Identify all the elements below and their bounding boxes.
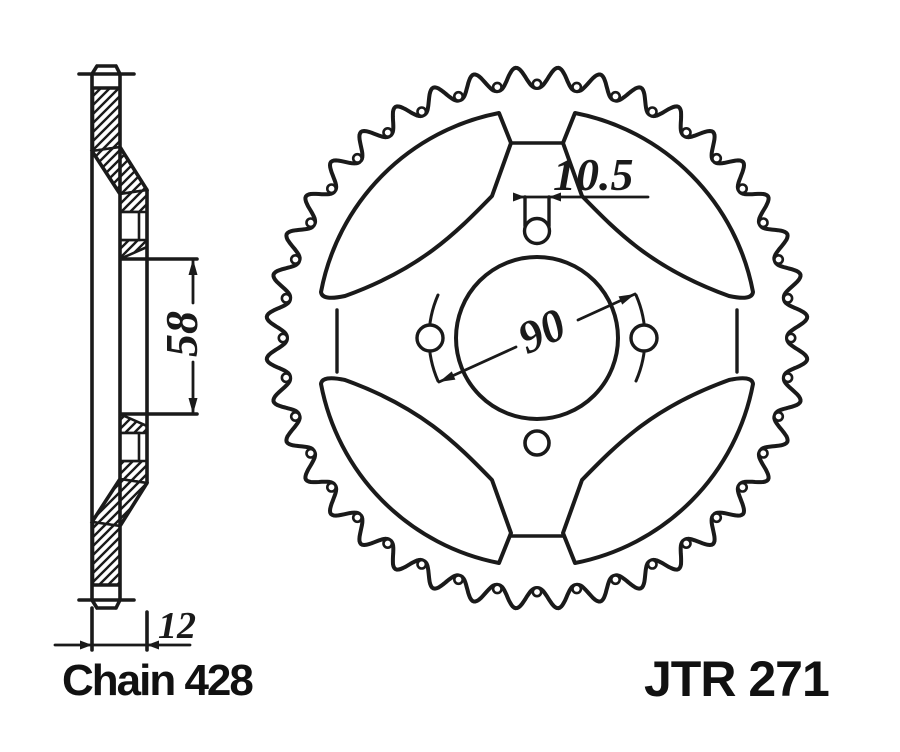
hatch-hub-bottom-inner xyxy=(118,411,149,435)
part-number-label: JTR 271 xyxy=(644,651,829,707)
cutout-top-left xyxy=(319,111,513,300)
tooth-valley-dot xyxy=(491,81,503,93)
tooth-valley-dot xyxy=(491,583,503,595)
tooth-valley-dot xyxy=(452,90,464,102)
dim-90-arrow-lower-left xyxy=(439,371,456,382)
dim-10-5-text: 10.5 xyxy=(553,149,634,200)
cutout-bottom-right xyxy=(561,376,755,565)
dimension-58: 58 xyxy=(156,257,207,416)
tooth-valley-dot xyxy=(571,81,583,93)
tooth-valley-dot xyxy=(351,152,363,164)
tooth-valley-dot xyxy=(531,586,543,598)
hatch-rim-top xyxy=(91,86,122,153)
dim-58-arrow-down xyxy=(188,398,198,414)
tooth-valley-dot xyxy=(277,332,289,344)
bolt-hole-right xyxy=(629,323,659,353)
tooth-valley-dot xyxy=(736,183,748,195)
side-view: 58 12 xyxy=(53,64,207,652)
tooth-valley-dot xyxy=(757,217,769,229)
tooth-valley-dot xyxy=(773,254,785,266)
tooth-valley-dot xyxy=(757,447,769,459)
dimension-10-5: 10.5 xyxy=(513,149,650,202)
tooth-valley-dot xyxy=(736,481,748,493)
tooth-valley-dot xyxy=(646,106,658,118)
tooth-valley-dot xyxy=(782,292,794,304)
tooth-valley-dot xyxy=(325,183,337,195)
tooth-valley-dot xyxy=(325,481,337,493)
cutout-top-right xyxy=(561,111,755,300)
tooth-valley-dot xyxy=(416,106,428,118)
inner-rim-chords xyxy=(335,141,739,538)
chain-size-label: Chain 428 xyxy=(62,656,253,705)
tooth-valley-dot xyxy=(711,512,723,524)
dim-12-text: 12 xyxy=(158,605,196,647)
hatch-rim-bottom xyxy=(91,520,122,587)
front-holes xyxy=(415,216,659,457)
cutout-bottom-left xyxy=(319,376,513,565)
tooth-valley-dot xyxy=(782,372,794,384)
tooth-valley-dot xyxy=(609,90,621,102)
small-hole-bottom xyxy=(523,429,551,457)
tooth-valley-dot xyxy=(711,152,723,164)
tooth-valley-dot xyxy=(382,127,394,139)
tooth-valley-dot xyxy=(452,574,464,586)
tooth-valley-dot xyxy=(680,537,692,549)
dim-10-5-arrow-left xyxy=(513,192,525,202)
dim-90-arrow-upper-right xyxy=(618,294,635,305)
tooth-valley-dot xyxy=(289,254,301,266)
dim-58-arrow-up xyxy=(188,259,198,275)
bolt-hole-left xyxy=(415,323,445,353)
tooth-valley-dot xyxy=(609,574,621,586)
tooth-valley-dot xyxy=(416,558,428,570)
tooth-valley-dot xyxy=(289,410,301,422)
tooth-valley-dot xyxy=(280,372,292,384)
front-view: 10.5 90 xyxy=(264,65,810,611)
dim-58-text: 58 xyxy=(156,311,207,357)
tooth-valley-dot xyxy=(646,558,658,570)
tooth-valley-dot xyxy=(531,78,543,90)
tooth-valley-dot xyxy=(773,410,785,422)
tooth-valley-dots xyxy=(277,78,797,598)
tooth-valley-dot xyxy=(305,447,317,459)
tooth-valley-dot xyxy=(680,127,692,139)
tooth-valley-dot xyxy=(305,217,317,229)
hatch-hub-top-inner xyxy=(118,238,149,262)
section-outline xyxy=(77,64,199,652)
keyhole-slot-walls xyxy=(523,195,551,228)
dim-12-arrow-right xyxy=(147,640,159,650)
dimension-12: 12 xyxy=(53,605,196,650)
section-slot-opening-top xyxy=(118,210,141,242)
tooth-valley-dot xyxy=(280,292,292,304)
dim-10-5-arrow-right xyxy=(549,192,561,202)
section-slot-opening-bottom xyxy=(118,431,141,463)
center-bore xyxy=(454,255,620,421)
tooth-valley-dot xyxy=(382,537,394,549)
dim-12-arrow-left xyxy=(80,640,92,650)
hatch-hub-top xyxy=(118,188,149,214)
tooth-valley-dot xyxy=(785,332,797,344)
tooth-valley-dot xyxy=(351,512,363,524)
keyhole-end-circle xyxy=(522,216,552,246)
tooth-valley-dot xyxy=(571,583,583,595)
